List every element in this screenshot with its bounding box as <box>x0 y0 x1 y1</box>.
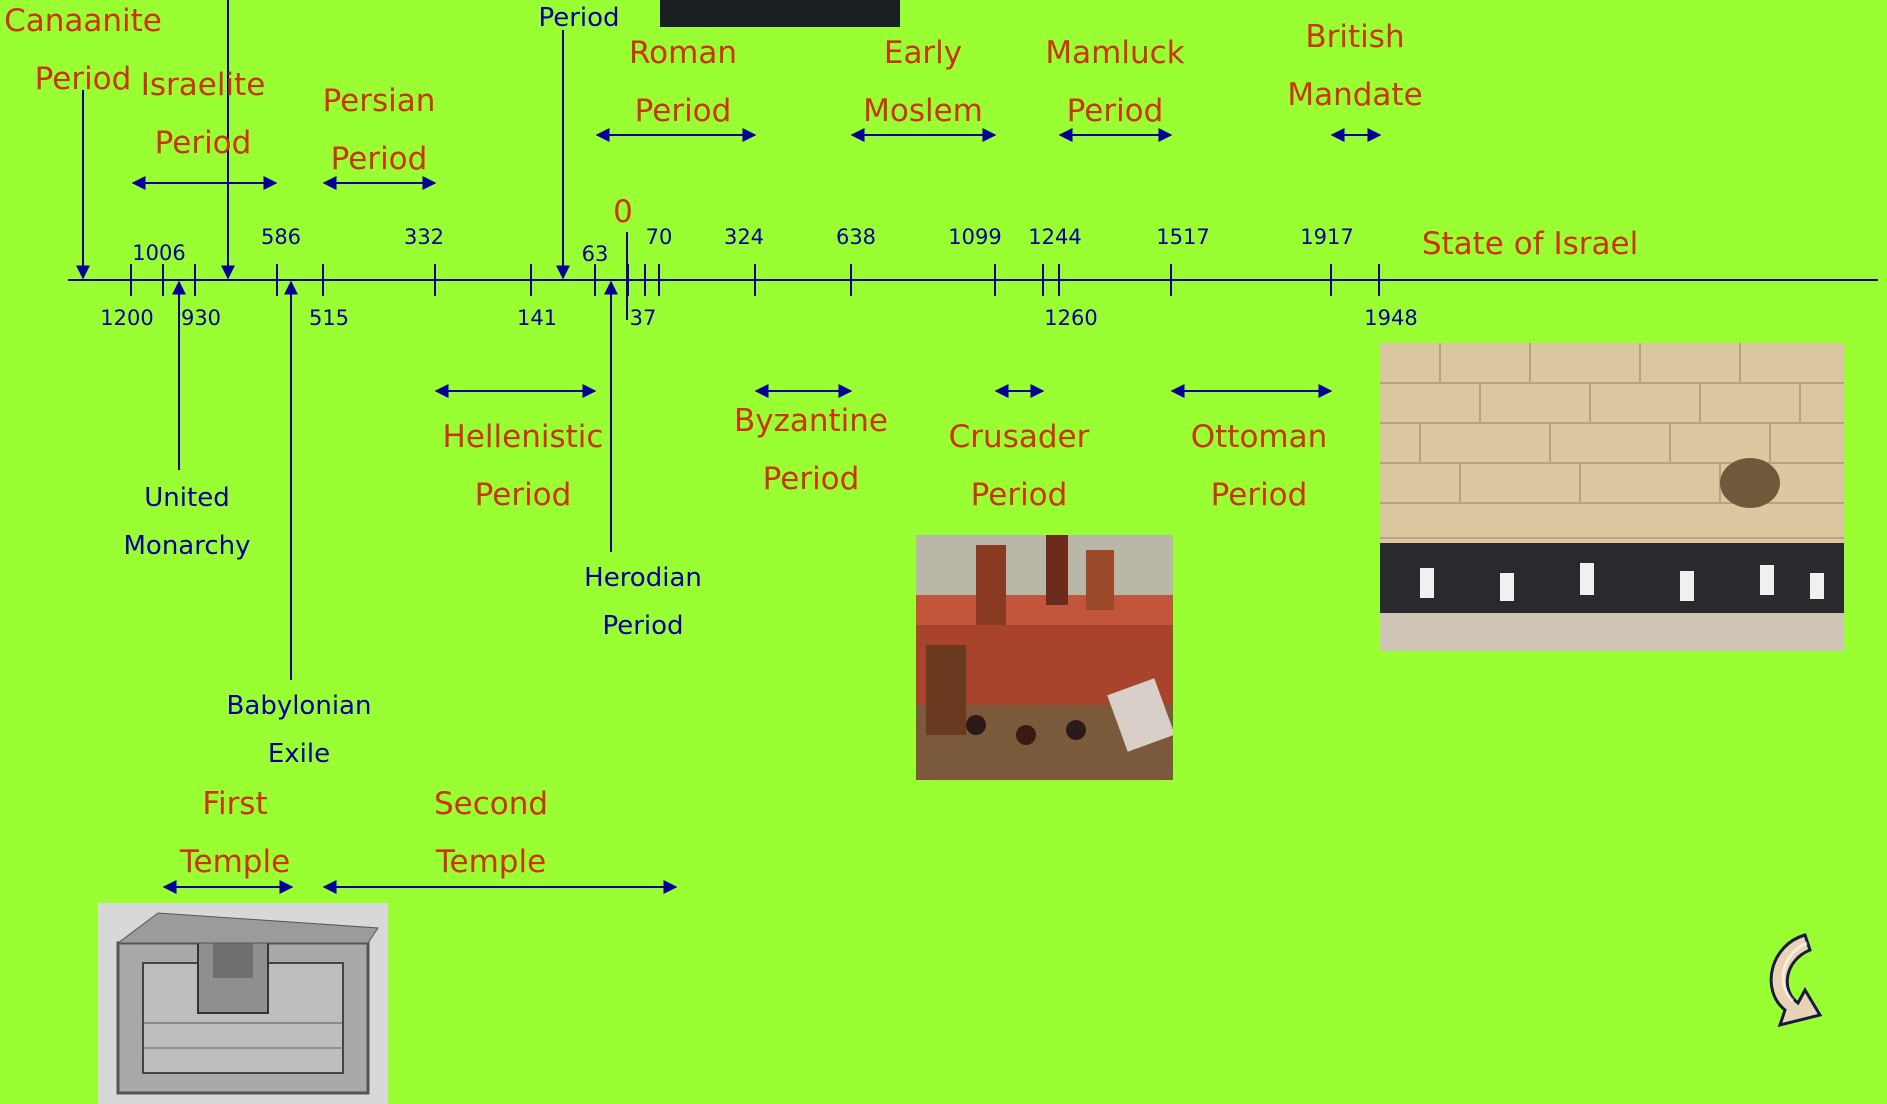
year-label: 586 <box>260 225 302 249</box>
ottoman-label-2: Period <box>1210 477 1308 513</box>
first-temple-label-2: Temple <box>179 844 291 880</box>
crusader-siege-painting <box>916 535 1173 780</box>
dark-image-fragment <box>660 0 900 27</box>
persian-label-2: Period <box>330 141 428 177</box>
return-arrow-icon[interactable] <box>1769 933 1823 1028</box>
year-label: 1917 <box>1300 225 1354 249</box>
herodian-label-1: Herodian <box>584 563 702 593</box>
year-label: 141 <box>516 306 558 330</box>
period-arrows <box>76 0 1382 894</box>
year-label: 63 <box>581 242 609 266</box>
year-label: 1948 <box>1364 306 1418 330</box>
british-label-2: Mandate <box>1287 77 1423 113</box>
first-temple-label-1: First <box>202 786 268 822</box>
israelite-label-2: Period <box>154 125 252 161</box>
united-monarchy-label-1: United <box>144 483 230 513</box>
state-of-israel-label: State of Israel <box>1421 226 1639 262</box>
roman-label-2: Period <box>634 93 732 129</box>
year-label: 332 <box>403 225 445 249</box>
second-temple-label-2: Temple <box>435 844 547 880</box>
mamluck-label-1: Mamluck <box>1045 35 1185 71</box>
year-label: 70 <box>645 225 673 249</box>
year-label: 1517 <box>1156 225 1210 249</box>
year-label: 930 <box>180 306 222 330</box>
timeline-ticks <box>130 232 1380 320</box>
early-moslem-label-2: Moslem <box>863 93 983 129</box>
united-monarchy-label-2: Monarchy <box>123 531 251 561</box>
hellenistic-label-1: Hellenistic <box>442 419 604 455</box>
year-label: 1200 <box>100 306 154 330</box>
mamluck-label-2: Period <box>1066 93 1164 129</box>
crusader-label-1: Crusader <box>948 419 1090 455</box>
year-label: 37 <box>629 306 657 330</box>
top-period-label: Period <box>538 3 620 33</box>
roman-label-1: Roman <box>629 35 737 71</box>
israelite-label-1: Israelite <box>140 67 266 103</box>
babylonian-exile-label-2: Exile <box>267 739 331 769</box>
year-label: 1099 <box>948 225 1002 249</box>
byzantine-label-1: Byzantine <box>733 403 889 439</box>
year-label: 638 <box>835 225 877 249</box>
year-label: 1244 <box>1028 225 1082 249</box>
babylonian-exile-label-1: Babylonian <box>226 691 372 721</box>
year-label: 1260 <box>1044 306 1098 330</box>
crusader-label-2: Period <box>970 477 1068 513</box>
second-temple-label-1: Second <box>433 786 549 822</box>
canaanite-label-1: Canaanite <box>4 3 162 39</box>
canaanite-label-2: Period <box>34 61 132 97</box>
western-wall-photo <box>1380 343 1844 651</box>
hellenistic-label-2: Period <box>474 477 572 513</box>
year-label: 1006 <box>132 241 186 265</box>
ottoman-label-1: Ottoman <box>1190 419 1328 455</box>
year-label: 515 <box>308 306 350 330</box>
byzantine-label-2: Period <box>762 461 860 497</box>
early-moslem-label-1: Early <box>883 35 963 71</box>
year-zero-label: 0 <box>613 194 633 230</box>
temple-model-photo <box>98 903 388 1104</box>
persian-label-1: Persian <box>322 83 436 119</box>
herodian-label-2: Period <box>602 611 684 641</box>
british-label-1: British <box>1305 19 1405 55</box>
year-label: 324 <box>723 225 765 249</box>
